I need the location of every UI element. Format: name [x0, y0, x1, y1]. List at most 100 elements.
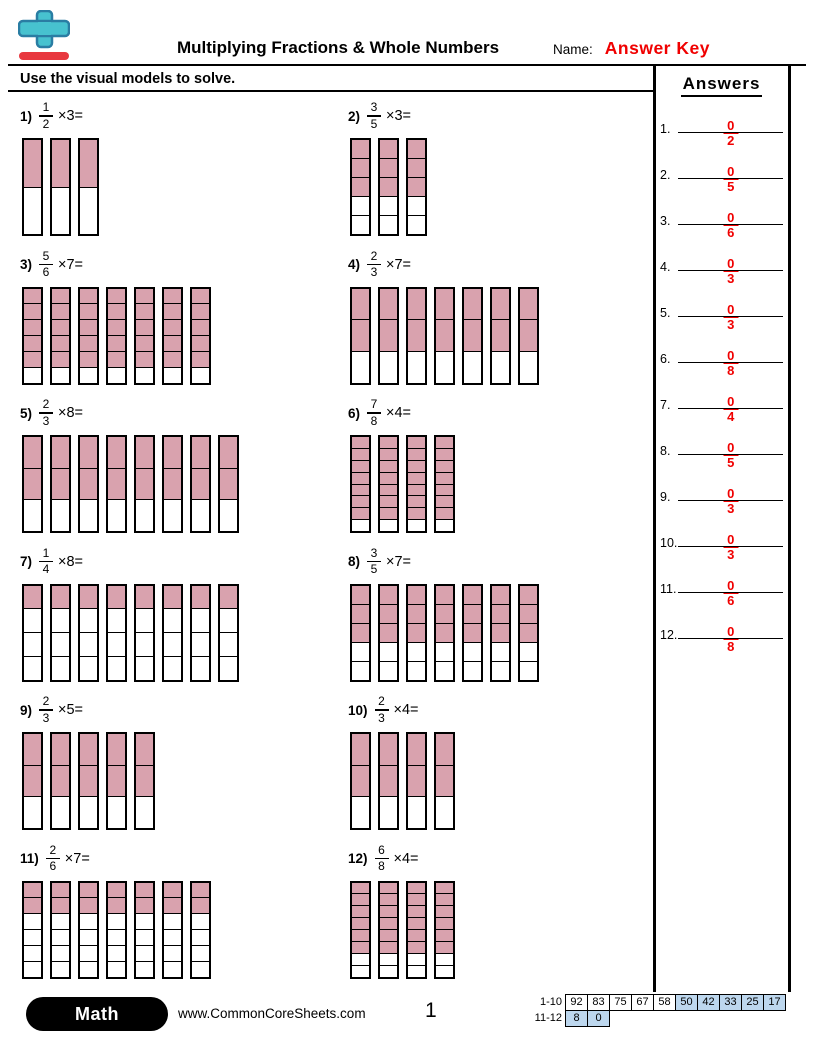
shaded-segment [80, 764, 97, 797]
answer-fraction-bar [723, 408, 739, 410]
shaded-segment [436, 929, 453, 941]
fraction-bar-model [134, 880, 155, 979]
fraction-bar-line [39, 115, 54, 117]
grade-cell: 75 [609, 994, 632, 1011]
empty-segment [108, 796, 125, 829]
shaded-segment [24, 288, 41, 304]
empty-segment [192, 960, 209, 977]
shaded-segment [380, 471, 397, 484]
empty-segment [192, 928, 209, 945]
bar-models [22, 435, 348, 533]
commoncoresheets-logo-icon [18, 10, 70, 60]
empty-segment [164, 913, 181, 929]
answer-number: 4. [660, 260, 671, 274]
multiplier-text: ×5= [58, 702, 84, 718]
fraction-bar-model [50, 138, 71, 236]
fraction-bar-model [162, 286, 183, 385]
shaded-segment [136, 350, 153, 367]
shaded-segment [52, 319, 69, 335]
divider-vertical-right [788, 66, 791, 992]
empty-segment [80, 928, 97, 945]
shaded-segment [380, 917, 397, 929]
empty-segment [24, 632, 41, 656]
shaded-segment [80, 288, 97, 304]
shaded-segment [136, 734, 153, 765]
shaded-segment [108, 734, 125, 765]
shaded-segment [408, 288, 425, 320]
empty-segment [80, 608, 97, 632]
empty-segment [108, 366, 125, 383]
shaded-segment [408, 507, 425, 520]
empty-segment [164, 655, 181, 680]
empty-segment [52, 632, 69, 656]
shaded-segment [108, 319, 125, 335]
fraction-bar-line [367, 115, 382, 117]
fraction-bar-model [78, 286, 99, 385]
fraction-numerator: 1 [42, 100, 50, 115]
shaded-segment [136, 437, 153, 468]
shaded-segment [380, 893, 397, 906]
shaded-segment [136, 288, 153, 304]
answer-denominator: 3 [727, 501, 735, 516]
fraction-bar-model [190, 286, 211, 385]
shaded-segment [352, 447, 369, 460]
empty-segment [352, 215, 369, 234]
empty-segment [408, 952, 425, 965]
answer-fraction-bar [723, 224, 739, 226]
answer-fraction-bar [723, 592, 739, 594]
empty-segment [380, 519, 397, 531]
answer-fraction-bar [723, 270, 739, 272]
empty-segment [52, 499, 69, 532]
answer-numerator: 0 [727, 623, 735, 639]
empty-segment [80, 913, 97, 929]
shaded-segment [380, 940, 397, 953]
instruction-text: Use the visual models to solve. [8, 66, 654, 92]
multiplier-text: ×4= [393, 850, 419, 867]
shaded-segment [436, 734, 453, 765]
shaded-segment [380, 288, 397, 320]
shaded-segment [352, 483, 369, 496]
shaded-segment [164, 350, 181, 367]
problem-number: 3) [20, 257, 33, 272]
fraction-bar-model [162, 435, 183, 533]
shaded-segment [52, 140, 69, 187]
answer-fraction-bar [723, 454, 739, 456]
shaded-segment [192, 303, 209, 320]
fraction-bar-model [378, 732, 399, 830]
answer-denominator: 6 [727, 225, 735, 240]
shaded-segment [408, 158, 425, 177]
answer-fraction-bar [723, 132, 739, 134]
shaded-segment [164, 319, 181, 335]
fraction-bar-model [350, 583, 371, 682]
empty-segment [192, 366, 209, 383]
shaded-segment [24, 897, 41, 914]
shaded-segment [408, 483, 425, 496]
empty-segment [380, 215, 397, 234]
fraction-bar-model [134, 732, 155, 830]
fraction-bar-model [434, 286, 455, 385]
shaded-segment [352, 471, 369, 484]
empty-segment [80, 366, 97, 383]
shaded-segment [408, 447, 425, 460]
fraction-bar-line [39, 412, 54, 414]
shaded-segment [436, 437, 453, 448]
shaded-segment [492, 288, 509, 320]
empty-segment [380, 796, 397, 829]
shaded-segment [220, 585, 237, 609]
shaded-segment [52, 764, 69, 797]
shaded-segment [220, 467, 237, 500]
